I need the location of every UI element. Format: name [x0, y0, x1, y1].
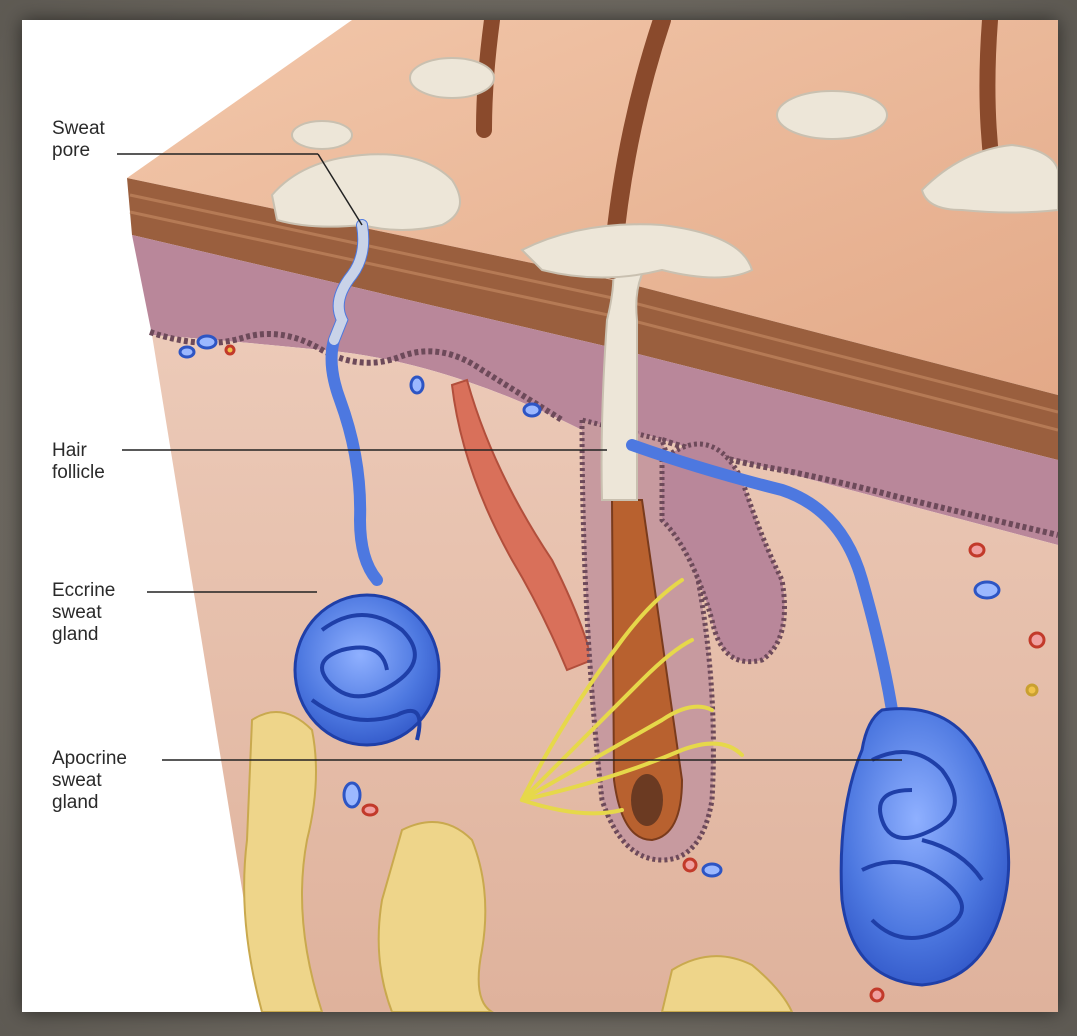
label-eccrine-line2: sweat [52, 602, 102, 623]
label-apocrine-line2: sweat [52, 770, 102, 791]
basal-layer [132, 235, 1058, 545]
diagram-panel: Sweat pore Hair follicle Eccrine sweat g… [22, 20, 1058, 1012]
apocrine-duct [626, 439, 898, 716]
epidermis-stripe [129, 193, 623, 320]
label-apocrine-sweat-gland: Apocrine sweat gland [52, 748, 127, 814]
blood-vessels [178, 334, 1046, 1003]
surface-pores [270, 57, 1058, 279]
label-hair-follicle-line2: follicle [52, 462, 105, 483]
label-apocrine-line1: Apocrine [52, 748, 127, 769]
label-eccrine-line3: gland [52, 624, 99, 645]
label-sweat-pore-line1: Sweat [52, 118, 105, 139]
sebum-channel [599, 233, 665, 501]
label-eccrine-line1: Eccrine [52, 580, 116, 601]
nerve-fibers [520, 578, 744, 816]
apocrine-gland-coil [839, 707, 1011, 987]
eccrine-duct-top [329, 220, 369, 345]
fat-lobules [243, 711, 794, 1012]
label-hair-follicle: Hair follicle [52, 440, 105, 484]
skin-cross-section-illustration [117, 20, 1058, 1012]
label-eccrine-sweat-gland: Eccrine sweat gland [52, 580, 115, 646]
label-hair-follicle-line1: Hair [52, 440, 87, 461]
hair-bulb [631, 774, 663, 826]
label-sweat-pore: Sweat pore [52, 118, 105, 162]
hair-root [610, 499, 684, 842]
label-apocrine-line3: gland [52, 792, 99, 813]
sebaceous-gland [659, 441, 787, 665]
papillary-ridge [149, 329, 564, 423]
epidermis-stripe-right [621, 298, 1058, 432]
eccrine-gland-coil [293, 593, 441, 747]
arrector-pili-muscle [450, 378, 594, 672]
leader-lines [117, 153, 902, 761]
label-sweat-pore-line2: pore [52, 140, 91, 161]
